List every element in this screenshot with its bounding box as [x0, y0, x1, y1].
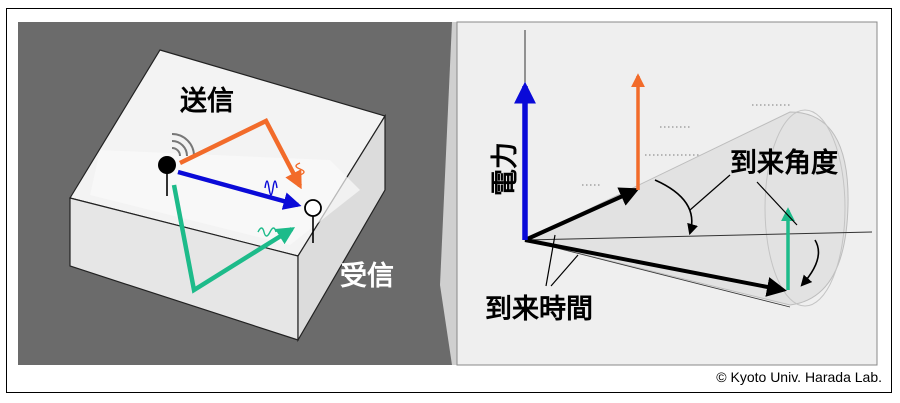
time-vector-orange — [524, 187, 640, 242]
copyright-notice: © Kyoto Univ. Harada Lab. — [716, 369, 882, 385]
transmitter-icon — [158, 156, 176, 196]
angle-arc-orange — [654, 179, 698, 236]
wifi-signal-icon — [171, 133, 195, 157]
left-panel: 送信 受信 — [18, 22, 452, 365]
cone-rim — [764, 109, 846, 307]
zoom-connector — [440, 22, 457, 365]
label-power: 電力 — [490, 142, 521, 196]
label-arrival-angle: 到来角度 — [730, 147, 838, 179]
axis-x — [524, 231, 873, 241]
label-receive: 受信 — [340, 260, 394, 292]
receiver-icon — [304, 199, 322, 243]
callout-time-2 — [550, 254, 579, 287]
direct-path-arrow — [177, 169, 302, 210]
wave-icon — [264, 180, 278, 196]
room-side-wall — [297, 113, 386, 343]
time-vector-green — [524, 238, 787, 297]
angle-arc-green — [800, 239, 820, 287]
orange-reflection-arrow — [179, 118, 302, 190]
callout-angle-1 — [689, 174, 731, 211]
callout-angle-2 — [756, 181, 798, 226]
axis-depth — [524, 239, 791, 308]
green-reflection-arrow — [171, 184, 296, 294]
label-arrival-time: 到来時間 — [485, 294, 593, 325]
callout-time-1 — [545, 234, 556, 287]
label-transmit: 送信 — [180, 86, 234, 117]
guide-dots — [582, 104, 790, 186]
wave-icon — [257, 227, 277, 237]
wave-icon — [295, 162, 305, 176]
right-panel: 電力 到来角度 到来時間 — [456, 21, 878, 366]
